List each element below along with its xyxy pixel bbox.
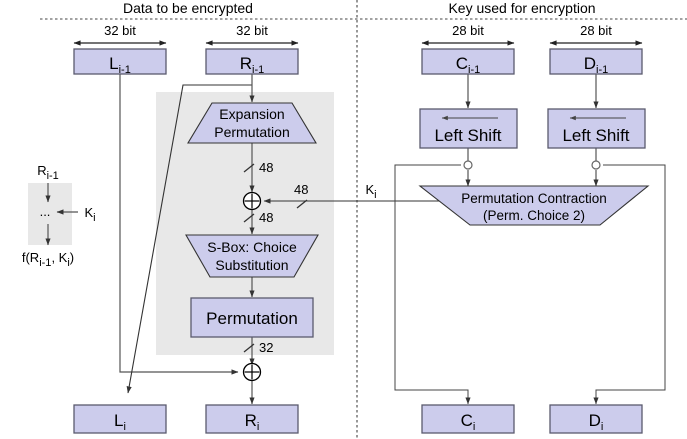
register-d-prev-label: Di-1	[584, 54, 609, 76]
tick-xor1-out	[243, 213, 255, 223]
expansion-permutation-block[interactable]	[187, 102, 317, 144]
wire-rprev-to-lnext	[126, 84, 252, 394]
bit-label-l-prev: 32 bit	[104, 23, 136, 38]
register-l-prev-label: Li-1	[109, 54, 131, 76]
permutation-contraction-label-line1: Permutation Contraction	[461, 191, 607, 206]
sbox-block[interactable]	[185, 234, 319, 278]
width-label-perm-out: 32	[259, 340, 273, 355]
wire-junction1-to-cnext	[394, 164, 471, 405]
legend-group: Ri-1 ... Ki f(Ri-1, Ki)	[22, 163, 96, 269]
register-d-next-label: Di	[589, 411, 604, 433]
xor-gate-1	[242, 191, 262, 211]
permutation-label: Permutation	[206, 309, 298, 328]
bit-label-r-prev: 32 bit	[236, 23, 268, 38]
left-shift-block-2[interactable]	[547, 108, 646, 149]
left-shift-label-2: Left Shift	[562, 126, 629, 145]
section-header-right: Key used for encryption	[448, 0, 595, 16]
wire-lprev-to-xor	[119, 74, 239, 375]
register-d-prev[interactable]	[549, 48, 643, 75]
expansion-permutation-label-line1: Expansion	[219, 106, 284, 122]
width-label-key-in: 48	[294, 182, 308, 197]
register-r-next[interactable]	[205, 404, 299, 434]
register-c-prev-label: Ci-1	[456, 54, 481, 76]
junction-dot-2	[591, 160, 601, 170]
register-c-prev[interactable]	[421, 48, 515, 75]
bit-label-d-prev: 28 bit	[580, 23, 612, 38]
register-r-prev-label: Ri-1	[240, 54, 265, 76]
section-header-left: Data to be encrypted	[123, 0, 253, 16]
legend-dots: ...	[40, 204, 51, 219]
register-d-next[interactable]	[549, 404, 643, 434]
sbox-label-line2: Substitution	[215, 257, 288, 273]
register-r-prev[interactable]	[205, 48, 299, 75]
left-shift-block-1[interactable]	[419, 108, 518, 149]
width-label-xor1-out: 48	[259, 210, 273, 225]
key-label-ki: Ki	[365, 182, 376, 201]
permutation-contraction-label-line2: (Perm. Choice 2)	[483, 208, 585, 223]
xor-gate-2	[242, 362, 262, 382]
permutation-contraction-block[interactable]	[418, 185, 650, 226]
legend-key-label: Ki	[84, 205, 95, 224]
bit-label-c-prev: 28 bit	[452, 23, 484, 38]
register-l-prev[interactable]	[73, 48, 167, 75]
tick-key-in	[296, 199, 308, 209]
register-r-next-label: Ri	[245, 411, 260, 433]
junction-dot-1	[463, 160, 473, 170]
register-c-next[interactable]	[421, 404, 515, 434]
tick-perm-out	[243, 343, 255, 353]
left-shift-label-1: Left Shift	[434, 126, 501, 145]
legend-output-label: f(Ri-1, Ki)	[22, 250, 74, 269]
wire-junction2-to-dnext	[593, 164, 666, 405]
sbox-label-line1: S-Box: Choice	[207, 239, 297, 255]
expansion-permutation-label-line2: Permutation	[214, 124, 289, 140]
tick-expansion-out	[243, 163, 255, 173]
permutation-block[interactable]	[190, 297, 314, 338]
legend-f-box	[28, 183, 72, 245]
register-c-next-label: Ci	[461, 411, 476, 433]
register-l-next-label: Li	[114, 411, 126, 433]
legend-input-label: Ri-1	[37, 163, 59, 182]
register-l-next[interactable]	[73, 404, 167, 434]
width-label-expansion-out: 48	[259, 160, 273, 175]
